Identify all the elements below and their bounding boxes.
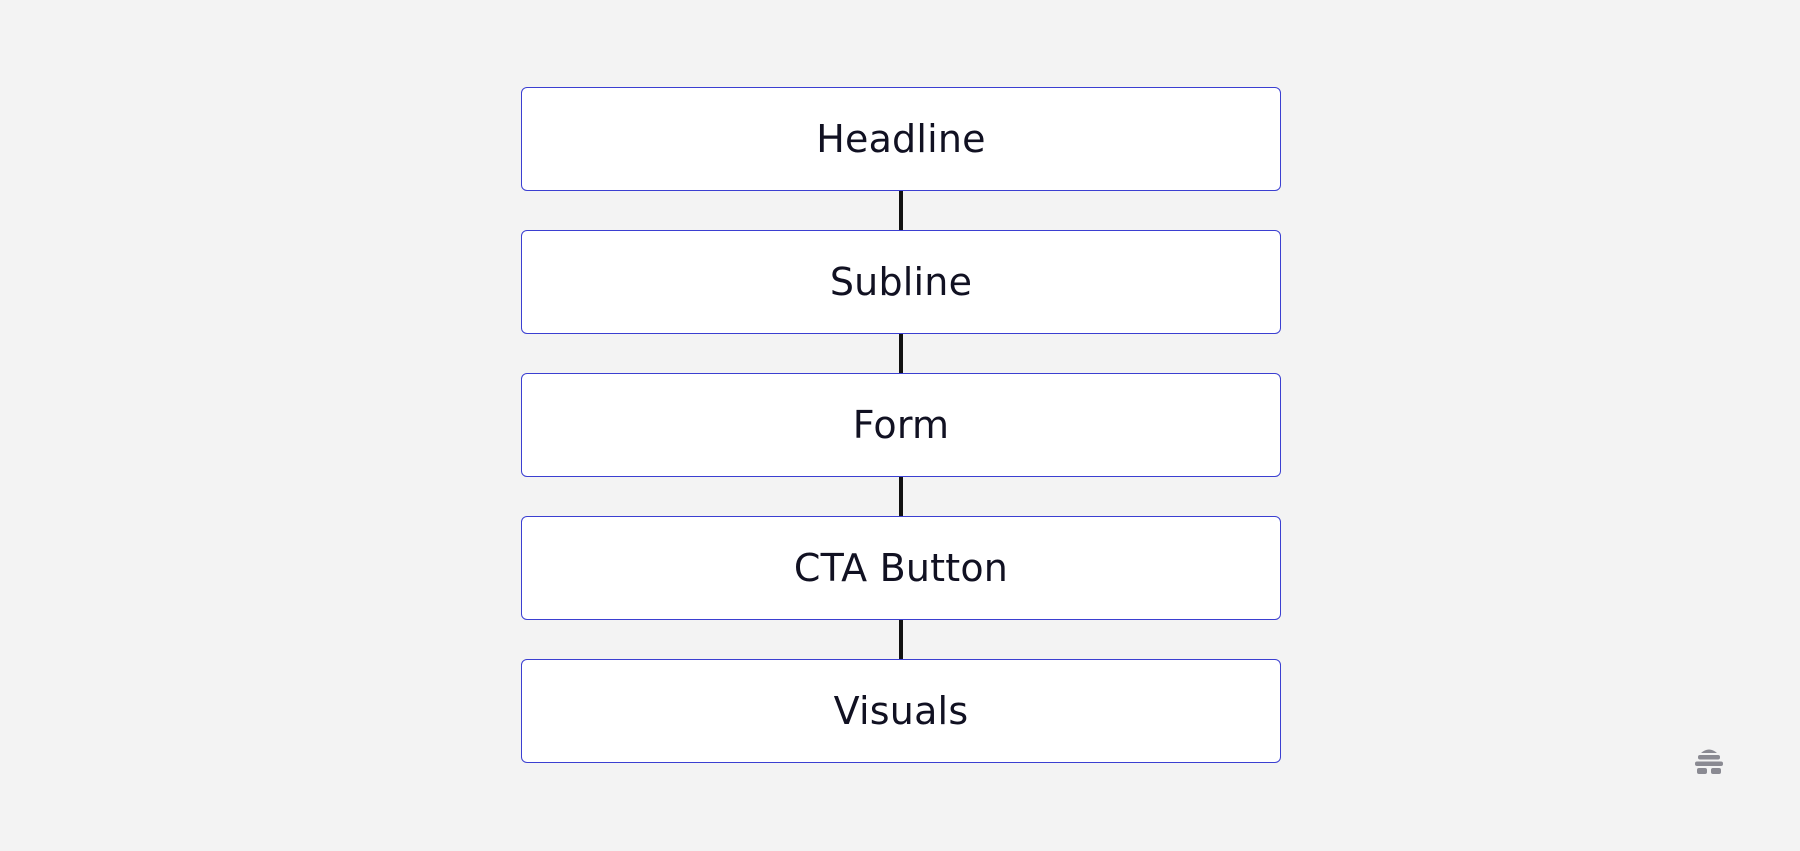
node-subline: Subline: [521, 230, 1281, 334]
node-label: Visuals: [833, 689, 969, 733]
flow-diagram: Headline Subline Form CTA Button Visuals: [521, 87, 1281, 763]
beehive-logo-icon: [1695, 749, 1723, 774]
connector-line: [899, 334, 903, 373]
node-cta-button: CTA Button: [521, 516, 1281, 620]
connector-line: [899, 191, 903, 230]
node-label: Subline: [829, 260, 973, 304]
node-label: Form: [852, 403, 950, 447]
connector-line: [899, 477, 903, 516]
node-visuals: Visuals: [521, 659, 1281, 763]
connector-line: [899, 620, 903, 659]
node-form: Form: [521, 373, 1281, 477]
node-label: Headline: [816, 117, 986, 161]
node-label: CTA Button: [793, 546, 1009, 590]
node-headline: Headline: [521, 87, 1281, 191]
